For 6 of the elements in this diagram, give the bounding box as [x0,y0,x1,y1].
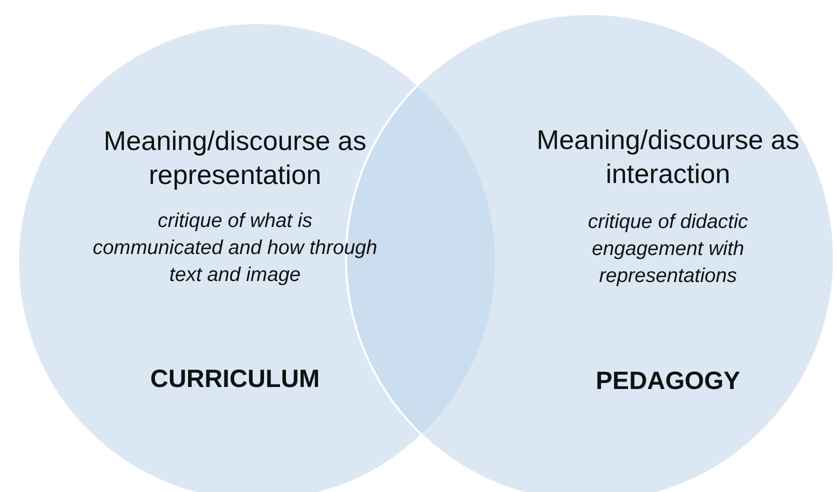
description-text: critique of what is communicated and how through text and image [92,209,378,288]
circle-heading: Meaning/discourse as representation [102,125,368,192]
description-text: critique of didactic engagement with representations [586,210,750,289]
category-label: PEDAGOGY [594,366,742,396]
circle-heading: Meaning/discourse as interaction [536,124,800,191]
category-label: CURRICULUM [149,364,321,394]
